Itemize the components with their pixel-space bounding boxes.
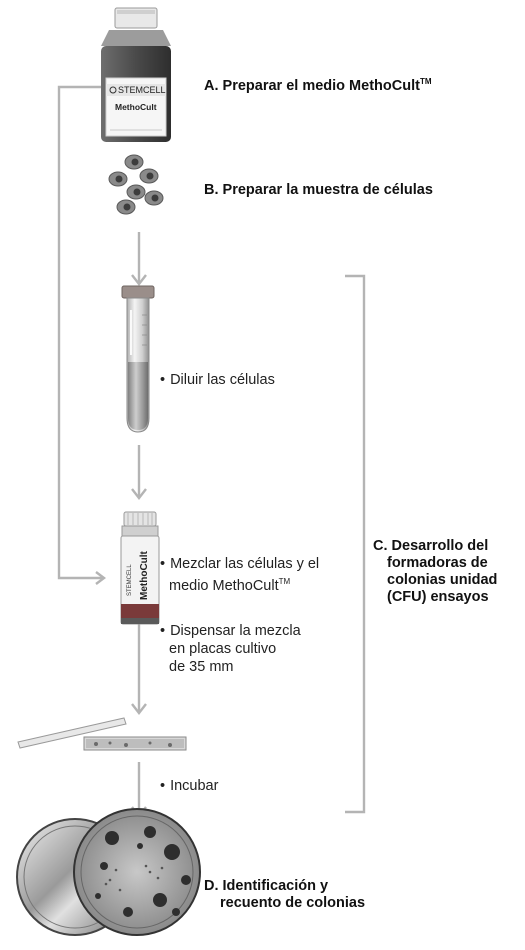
note-mix-line-2: medio MethoCultTM — [160, 573, 319, 595]
step-c-line-1: C. Desarrollo del — [373, 538, 489, 554]
step-c-line-4: (CFU) ensayos — [387, 589, 489, 605]
colony-9 — [172, 908, 180, 916]
flow-arrow-1 — [131, 232, 147, 286]
colony-speck-1 — [108, 878, 112, 882]
colonies — [95, 826, 191, 917]
colony-8 — [95, 893, 101, 899]
colony-speck-3 — [118, 888, 122, 892]
tube-product: MethoCult — [139, 550, 150, 600]
step-b-label: B. Preparar la muestra de células — [204, 182, 433, 198]
cell-nucleus-4 — [133, 188, 141, 196]
petri-dish-side-image — [17, 717, 187, 751]
note-mix-line-1: Mezclar las células y el — [160, 555, 319, 573]
colony-1 — [105, 831, 119, 845]
colony-speck-2 — [114, 868, 118, 872]
cell-nucleus-3 — [115, 175, 123, 183]
cell-nucleus-1 — [131, 158, 139, 166]
colony-3 — [164, 844, 180, 860]
note-mix: Mezclar las células y el medio MethoCult… — [160, 555, 319, 595]
cell-nucleus-6 — [123, 203, 131, 211]
colony-7 — [100, 862, 108, 870]
flow-arrow-4 — [131, 762, 147, 818]
note-incubate: Incubar — [160, 777, 218, 795]
step-d-line-1: D. Identificación y — [204, 878, 329, 894]
colony-speck-4 — [104, 882, 108, 886]
note-dispense: Dispensar la mezcla en placas cultivo de… — [160, 622, 301, 676]
cell-nucleus-5 — [151, 194, 159, 202]
step-c-line-2: formadoras de — [387, 555, 488, 571]
methocult-bottle-image: STEMCELL MethoCult — [101, 7, 171, 142]
colony-5 — [123, 907, 133, 917]
methocult-tube-image: STEMCELL MethoCult — [120, 511, 160, 625]
tube-brand: STEMCELL — [127, 564, 133, 596]
step-c-bracket — [345, 274, 366, 814]
dilution-tube-image — [121, 285, 155, 433]
colony-speck-7 — [144, 864, 148, 868]
bottle-product: MethoCult — [115, 102, 157, 112]
step-a-tm: TM — [419, 77, 432, 86]
colony-speck-5 — [148, 870, 152, 874]
feedback-connector — [57, 85, 106, 585]
note-mix-tm: TM — [278, 577, 291, 586]
note-dispense-line-3: de 35 mm — [169, 659, 234, 675]
colony-2 — [144, 826, 156, 838]
flow-arrow-3 — [131, 620, 147, 715]
step-d-line-2: recuento de colonias — [220, 895, 366, 911]
colony-speck-8 — [160, 866, 164, 870]
cell-nucleus-2 — [146, 172, 154, 180]
petri-dishes-top-image — [16, 808, 201, 936]
step-c-label: C. Desarrollo del formadoras de colonias… — [373, 538, 497, 606]
flow-arrow-2 — [131, 445, 147, 500]
colony-6 — [181, 875, 191, 885]
note-dispense-line-2: en placas cultivo — [169, 641, 277, 657]
note-dilute: Diluir las células — [160, 371, 275, 389]
note-dispense-line-1: Dispensar la mezcla — [160, 622, 301, 640]
note-incubate-text: Incubar — [160, 778, 218, 794]
step-a-label: A. Preparar el medio MethoCultTM — [204, 77, 432, 94]
step-d-label: D. Identificación y recuento de colonias — [204, 878, 365, 912]
step-c-line-3: colonias unidad — [387, 572, 498, 588]
note-mix-line-2-text: medio MethoCult — [169, 577, 279, 594]
bottle-brand: STEMCELL — [118, 85, 166, 95]
cell-sample-image — [108, 154, 164, 215]
colony-4 — [153, 893, 167, 907]
step-a-text: A. Preparar el medio MethoCult — [204, 77, 420, 94]
colony-speck-6 — [156, 876, 160, 880]
colony-10 — [137, 843, 143, 849]
note-dilute-text: Diluir las células — [160, 372, 275, 388]
